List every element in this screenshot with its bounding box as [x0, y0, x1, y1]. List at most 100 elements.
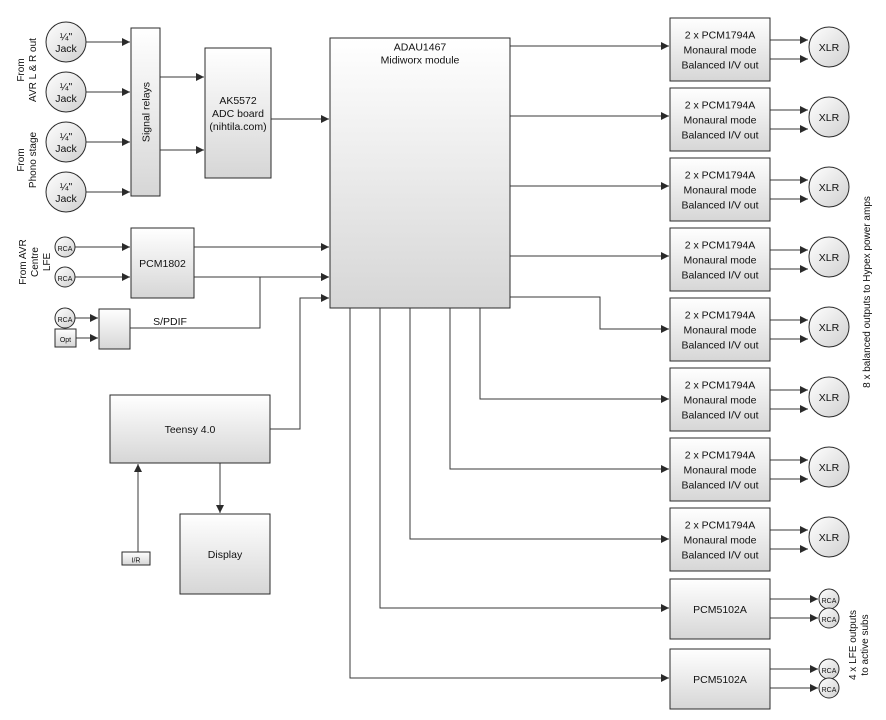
- pcm1802-block: PCM1802: [130, 227, 195, 299]
- ir-receiver-shape: [121, 551, 151, 566]
- quarter-inch-jack-2-label: ¼"Jack: [55, 81, 77, 105]
- ir-receiver: I/R: [121, 551, 151, 566]
- xlr-output-1-shape: [808, 26, 850, 68]
- dsp-to-dac-wire: [409, 308, 669, 543]
- xlr-output-8-label: XLR: [819, 532, 840, 544]
- rca-input-spdif-shape: [54, 307, 76, 329]
- xlr-output-7-shape: [808, 446, 850, 488]
- quarter-inch-jack-3-shape: [45, 121, 87, 163]
- dsp-to-dac-wire: [510, 296, 669, 333]
- optical-input: Opt: [54, 328, 77, 348]
- pcm5102-block-2-label: PCM5102A: [693, 674, 747, 686]
- signal-relays-block-label: Signal relays: [141, 82, 153, 142]
- pcm5102-block-2: PCM5102A: [669, 648, 771, 710]
- display-block-shape: [179, 513, 271, 595]
- xlr-output-6-shape: [808, 376, 850, 418]
- source-avr-lr-label: FromAVR L & R out: [16, 38, 39, 102]
- rca-input-centre-shape: [54, 236, 76, 258]
- rca-output-4-shape: [818, 677, 840, 699]
- rca-output-1: RCA: [818, 588, 840, 610]
- rca-output-4: RCA: [818, 677, 840, 699]
- rca-output-3: RCA: [818, 658, 840, 680]
- dac-block-2-shape: [669, 87, 771, 152]
- rca-output-3-label: RCA: [822, 668, 837, 675]
- dac-block-4-shape: [669, 227, 771, 292]
- xlr-output-5-shape: [808, 306, 850, 348]
- optical-input-shape: [54, 328, 77, 348]
- xlr-output-7: XLR: [808, 446, 850, 488]
- optical-input-label: Opt: [60, 337, 71, 344]
- dsp-to-dac-wire: [479, 308, 669, 403]
- rca-output-2-label: RCA: [822, 617, 837, 624]
- source-avr-centre-lfe-label: From AVRCentreLFE: [18, 239, 53, 284]
- xlr-output-3-label: XLR: [819, 182, 840, 194]
- xlr-output-4-shape: [808, 236, 850, 278]
- xlr-output-3-shape: [808, 166, 850, 208]
- xlr-output-5-label: XLR: [819, 322, 840, 334]
- quarter-inch-jack-2: ¼"Jack: [45, 71, 87, 113]
- xlr-output-1: XLR: [808, 26, 850, 68]
- quarter-inch-jack-4: ¼"Jack: [45, 171, 87, 213]
- adc-board-block-shape: [204, 47, 272, 179]
- dac-block-8-shape: [669, 507, 771, 572]
- xlr-output-4-label: XLR: [819, 252, 840, 264]
- balanced-outputs-label: 8 x balanced outputs to Hypex power amps: [862, 196, 873, 388]
- quarter-inch-jack-3: ¼"Jack: [45, 121, 87, 163]
- pcm5102-block-1-label: PCM5102A: [693, 604, 747, 616]
- dsp-module-block-shape: [329, 37, 511, 309]
- quarter-inch-jack-1-shape: [45, 21, 87, 63]
- rca-input-spdif: RCA: [54, 307, 76, 329]
- dac-block-1-shape: [669, 17, 771, 82]
- dac-block-7-shape: [669, 437, 771, 502]
- quarter-inch-jack-4-label: ¼"Jack: [55, 181, 77, 205]
- lfe-outputs-label: 4 x LFE outputsto active subs: [848, 610, 871, 680]
- pcm5102-block-2-shape: [669, 648, 771, 710]
- signal-relays-block-shape: [130, 27, 161, 197]
- rca-output-1-label: RCA: [822, 598, 837, 605]
- xlr-output-7-label: XLR: [819, 462, 840, 474]
- rca-output-2: RCA: [818, 607, 840, 629]
- pcm5102-block-1: PCM5102A: [669, 578, 771, 640]
- signal-relays-block: Signal relays: [130, 27, 161, 197]
- xlr-output-5: XLR: [808, 306, 850, 348]
- pcm5102-block-1-shape: [669, 578, 771, 640]
- spdif-receiver-block-shape: [98, 308, 131, 350]
- dac-block-3-shape: [669, 157, 771, 222]
- rca-output-2-shape: [818, 607, 840, 629]
- quarter-inch-jack-1: ¼"Jack: [45, 21, 87, 63]
- dsp-to-pcm5102-wire: [349, 308, 669, 682]
- spdif-receiver-block: [98, 308, 131, 350]
- xlr-output-8: XLR: [808, 516, 850, 558]
- dsp-to-dac-wire: [449, 308, 669, 473]
- rca-input-centre: RCA: [54, 236, 76, 258]
- quarter-inch-jack-3-label: ¼"Jack: [55, 131, 77, 155]
- display-block-label: Display: [208, 549, 243, 561]
- spdif-to-dsp-wire: [130, 273, 329, 329]
- rca-input-spdif-label: RCA: [58, 317, 73, 324]
- rca-input-lfe: RCA: [54, 266, 76, 288]
- source-phono-label: FromPhono stage: [16, 131, 39, 188]
- teensy-block-shape: [109, 394, 271, 464]
- xlr-output-6-label: XLR: [819, 392, 840, 404]
- dac-block-5-shape: [669, 297, 771, 362]
- spdif-label: S/PDIF: [153, 316, 187, 328]
- xlr-output-3: XLR: [808, 166, 850, 208]
- quarter-inch-jack-4-shape: [45, 171, 87, 213]
- teensy-block-label: Teensy 4.0: [165, 424, 216, 436]
- xlr-output-6: XLR: [808, 376, 850, 418]
